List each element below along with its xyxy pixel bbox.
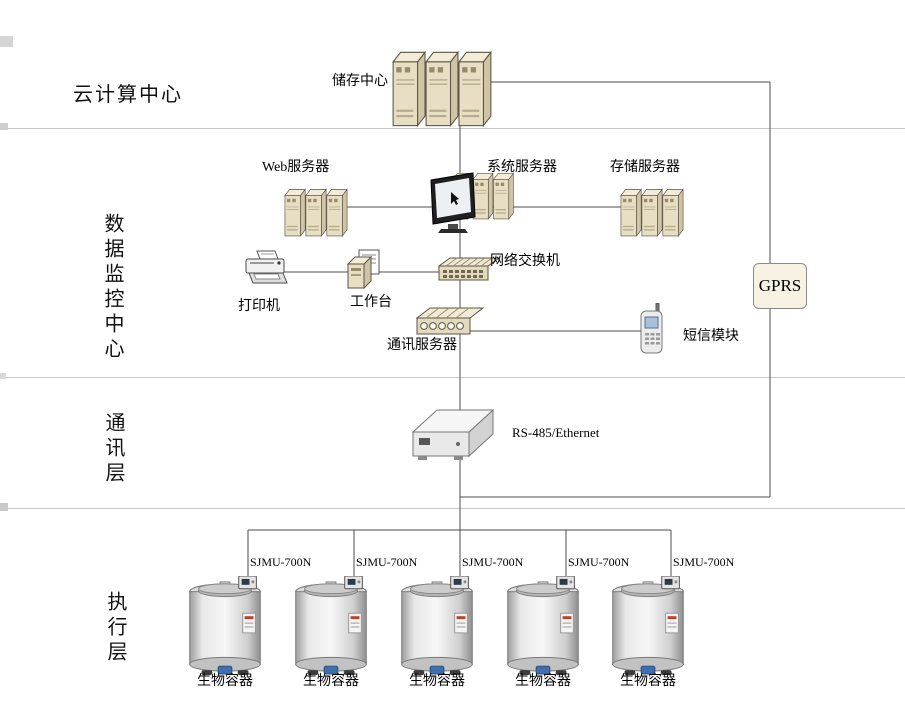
storage-center-label: 储存中心 <box>332 74 388 89</box>
bio-container-icon-3 <box>401 576 473 676</box>
edge-marks <box>0 36 13 511</box>
layer-label-data-center: 数据监控中心 <box>101 213 123 363</box>
tank-model-label-4: SJMU-700N <box>568 555 630 569</box>
bio-container-icon-1 <box>189 576 261 676</box>
comm-server-icon <box>416 307 484 335</box>
storage-center-icon <box>393 52 491 125</box>
tank-name-label-2: 生物容器 <box>303 674 359 689</box>
tank-name-label-1: 生物容器 <box>197 674 253 689</box>
printer-icon <box>245 250 288 284</box>
workstation-label: 工作台 <box>350 295 392 310</box>
system-monitor-icon <box>430 172 476 234</box>
network-switch-label: 网络交换机 <box>490 254 560 269</box>
layer-label-exec: 执行层 <box>104 591 126 666</box>
tank-model-label-1: SJMU-700N <box>250 555 312 569</box>
comm-server-label: 通讯服务器 <box>387 338 457 353</box>
bio-container-icon-5 <box>612 576 684 676</box>
gprs-node: GPRS <box>753 263 807 309</box>
storage-server-label: 存储服务器 <box>610 160 680 175</box>
sms-phone-icon <box>640 303 663 354</box>
storage-server-icon <box>621 189 683 236</box>
web-server-label: Web服务器 <box>262 160 330 175</box>
tank-model-label-5: SJMU-700N <box>673 555 735 569</box>
tank-model-label-2: SJMU-700N <box>356 555 418 569</box>
layer-dividers <box>0 128 905 509</box>
layer-label-comm: 通讯层 <box>102 412 124 487</box>
gprs-label: GPRS <box>758 276 802 295</box>
bio-container-icon-2 <box>295 576 367 676</box>
bio-container-icon-4 <box>507 576 579 676</box>
workstation-icon <box>347 249 380 289</box>
tank-model-label-3: SJMU-700N <box>462 555 524 569</box>
tank-name-label-3: 生物容器 <box>409 674 465 689</box>
rs485-label: RS-485/Ethernet <box>512 425 600 440</box>
rs485-device-icon <box>412 409 494 461</box>
printer-label: 打印机 <box>238 299 280 314</box>
sms-module-label: 短信模块 <box>683 329 739 344</box>
tank-name-label-5: 生物容器 <box>620 674 676 689</box>
layer-label-cloud: 云计算中心 <box>73 84 183 106</box>
web-server-icon <box>285 189 347 236</box>
system-server-label: 系统服务器 <box>487 160 557 175</box>
tank-name-label-4: 生物容器 <box>515 674 571 689</box>
